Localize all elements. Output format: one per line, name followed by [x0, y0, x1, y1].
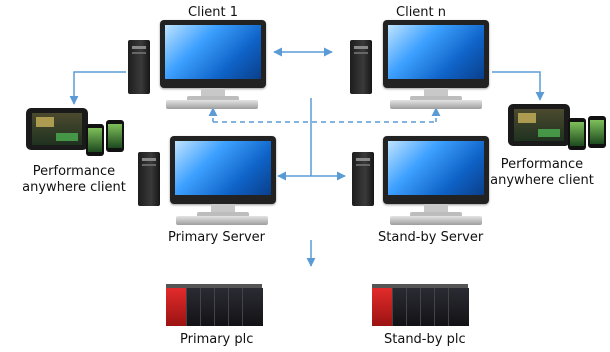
keyboard-icon [390, 216, 482, 225]
phone-icon [568, 118, 586, 150]
primary-server-label: Primary Server [168, 230, 265, 245]
phone-icon [86, 124, 104, 156]
tower-icon [128, 40, 150, 94]
tablet-icon [26, 108, 88, 150]
monitor-icon [160, 20, 266, 88]
standby-server-label: Stand-by Server [378, 230, 484, 245]
primary-plc-icon [166, 284, 263, 328]
monitor-icon [383, 20, 489, 88]
phone-icon [106, 120, 124, 152]
tower-icon [138, 152, 160, 206]
tower-icon [352, 152, 374, 206]
client-1-label: Client 1 [188, 5, 239, 20]
monitor-icon [170, 136, 276, 204]
standby-plc-label: Stand-by plc [384, 332, 466, 347]
primary-plc-label: Primary plc [180, 332, 254, 347]
perf-client-left-label: Performance anywhere client [22, 164, 126, 195]
phone-icon [588, 116, 606, 148]
left-perf-arrow [69, 71, 126, 105]
perf-client-right-label: Performance anywhere client [490, 157, 594, 188]
tower-icon [350, 40, 372, 94]
monitor-icon [383, 136, 489, 204]
keyboard-icon [390, 100, 482, 109]
tablet-icon [508, 104, 570, 146]
client-n-label: Client n [396, 5, 447, 20]
keyboard-icon [176, 216, 268, 225]
keyboard-icon [166, 100, 258, 109]
standby-plc-icon [372, 284, 469, 328]
right-perf-arrow [492, 71, 545, 101]
